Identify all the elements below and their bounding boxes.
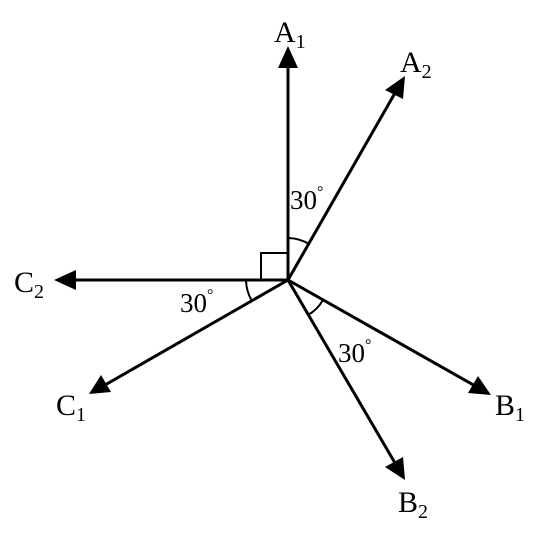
angle-arc-b1-b2	[307, 299, 324, 316]
ray-a2	[286, 92, 397, 281]
angle-arc-a1-a2	[287, 237, 310, 245]
label-b1: B1	[495, 389, 525, 426]
label-a2: A2	[400, 46, 432, 83]
angle-label-c1-c2: 30°	[180, 287, 213, 318]
angle-label-b1-b2: 30°	[338, 337, 371, 368]
angle-label-a1-a2: 30°	[290, 184, 323, 215]
ray-b1	[287, 278, 478, 389]
arrowhead-c1	[89, 375, 111, 394]
label-c2: C2	[14, 266, 44, 303]
label-a1: A1	[274, 16, 306, 53]
arrowhead-c2	[54, 270, 76, 290]
angle-arc-c1-c2	[245, 279, 253, 302]
arrowhead-b1	[468, 376, 491, 395]
ray-b2	[286, 279, 397, 464]
right-angle-marker	[260, 252, 288, 280]
label-b2: B2	[398, 486, 428, 523]
arrowhead-a1	[278, 46, 298, 68]
label-c1: C1	[56, 389, 86, 426]
ray-c1	[104, 278, 289, 387]
arrowhead-b2	[385, 457, 405, 480]
arrowhead-a2	[385, 76, 405, 99]
